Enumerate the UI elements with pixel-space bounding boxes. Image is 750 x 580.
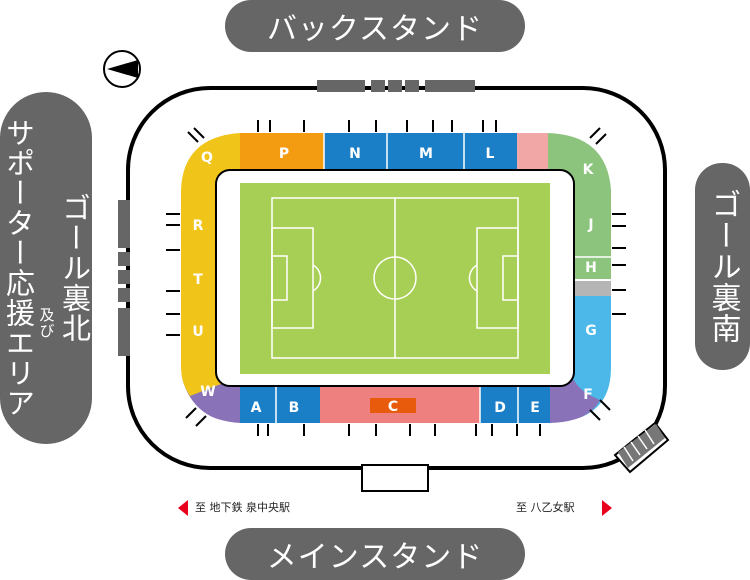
section-K[interactable] bbox=[548, 132, 612, 190]
label-Q: Q bbox=[201, 150, 213, 166]
section-L[interactable] bbox=[464, 132, 517, 170]
section-P[interactable] bbox=[240, 132, 324, 170]
label-K: K bbox=[583, 162, 595, 178]
supporter-area-label: サポーター応援エリア bbox=[1, 118, 36, 418]
entrance-tick bbox=[595, 133, 607, 145]
entrance-tick bbox=[195, 415, 207, 427]
section-B[interactable] bbox=[276, 386, 320, 424]
label-N: N bbox=[349, 146, 361, 162]
entrance-ticks bbox=[166, 120, 626, 436]
label-R: R bbox=[193, 218, 204, 234]
section-grey-strip bbox=[574, 281, 612, 296]
section-W-yellow bbox=[180, 368, 226, 396]
entrance-tick bbox=[187, 131, 199, 143]
label-B: B bbox=[289, 400, 300, 416]
goal-north-conjunction: 及び bbox=[37, 307, 56, 339]
section-C-marker bbox=[370, 398, 416, 413]
section-RTU[interactable] bbox=[180, 190, 216, 368]
section-F-purple bbox=[550, 380, 600, 424]
section-Q[interactable] bbox=[180, 132, 240, 190]
label-C: C bbox=[388, 399, 398, 415]
pitch-markings bbox=[271, 197, 519, 359]
label-J: J bbox=[587, 217, 593, 233]
goal-north-title: ゴール裏北 bbox=[57, 193, 92, 343]
main-entrance bbox=[361, 464, 429, 492]
label-P: P bbox=[279, 146, 289, 162]
label-U: U bbox=[192, 324, 203, 340]
section-dividers bbox=[275, 132, 612, 424]
entrance-tick bbox=[589, 409, 601, 421]
top-gates bbox=[317, 80, 475, 92]
label-E: E bbox=[530, 400, 540, 416]
section-labels: Q P N M L K J H G F E D C B A W R T U bbox=[192, 146, 597, 416]
label-D: D bbox=[494, 400, 506, 416]
label-G: G bbox=[585, 323, 597, 339]
label-F: F bbox=[583, 387, 593, 403]
direction-yaotome: 至 八乙女駅 bbox=[516, 501, 575, 514]
entrance-tick bbox=[599, 399, 611, 411]
compass-north-icon bbox=[103, 50, 141, 88]
label-M: M bbox=[419, 146, 433, 162]
section-E[interactable] bbox=[518, 386, 550, 424]
entrance-tick bbox=[185, 407, 197, 419]
section-pink-top bbox=[517, 132, 548, 170]
section-D[interactable] bbox=[480, 386, 518, 424]
right-direction-arrow-icon bbox=[602, 500, 612, 516]
goal-south-title: ゴール裏南 bbox=[705, 189, 741, 344]
entrance-tick bbox=[193, 127, 205, 139]
section-J[interactable] bbox=[574, 190, 612, 257]
label-L: L bbox=[486, 146, 495, 162]
direction-izumi-chuo: 至 地下鉄 泉中央駅 bbox=[195, 501, 290, 514]
entrance-tick bbox=[589, 127, 601, 139]
main-stand-label: メインスタンド bbox=[225, 528, 525, 580]
section-A[interactable] bbox=[240, 386, 276, 424]
label-A: A bbox=[251, 400, 262, 416]
goal-north-stand-label: ゴール裏北 及び サポーター応援エリア bbox=[0, 92, 92, 444]
left-direction-arrow-icon bbox=[178, 500, 188, 516]
back-stand-label: バックスタンド bbox=[225, 0, 525, 52]
seating-sections bbox=[180, 132, 612, 424]
section-H[interactable] bbox=[574, 257, 612, 279]
label-W: W bbox=[200, 384, 215, 400]
goal-south-stand-label: ゴール裏南 bbox=[695, 163, 750, 370]
southeast-stairs bbox=[613, 421, 670, 474]
label-T: T bbox=[193, 272, 203, 288]
label-H: H bbox=[585, 260, 597, 276]
section-G[interactable] bbox=[574, 296, 612, 368]
left-gates bbox=[118, 200, 130, 356]
section-N[interactable] bbox=[324, 132, 387, 170]
section-M[interactable] bbox=[387, 132, 464, 170]
